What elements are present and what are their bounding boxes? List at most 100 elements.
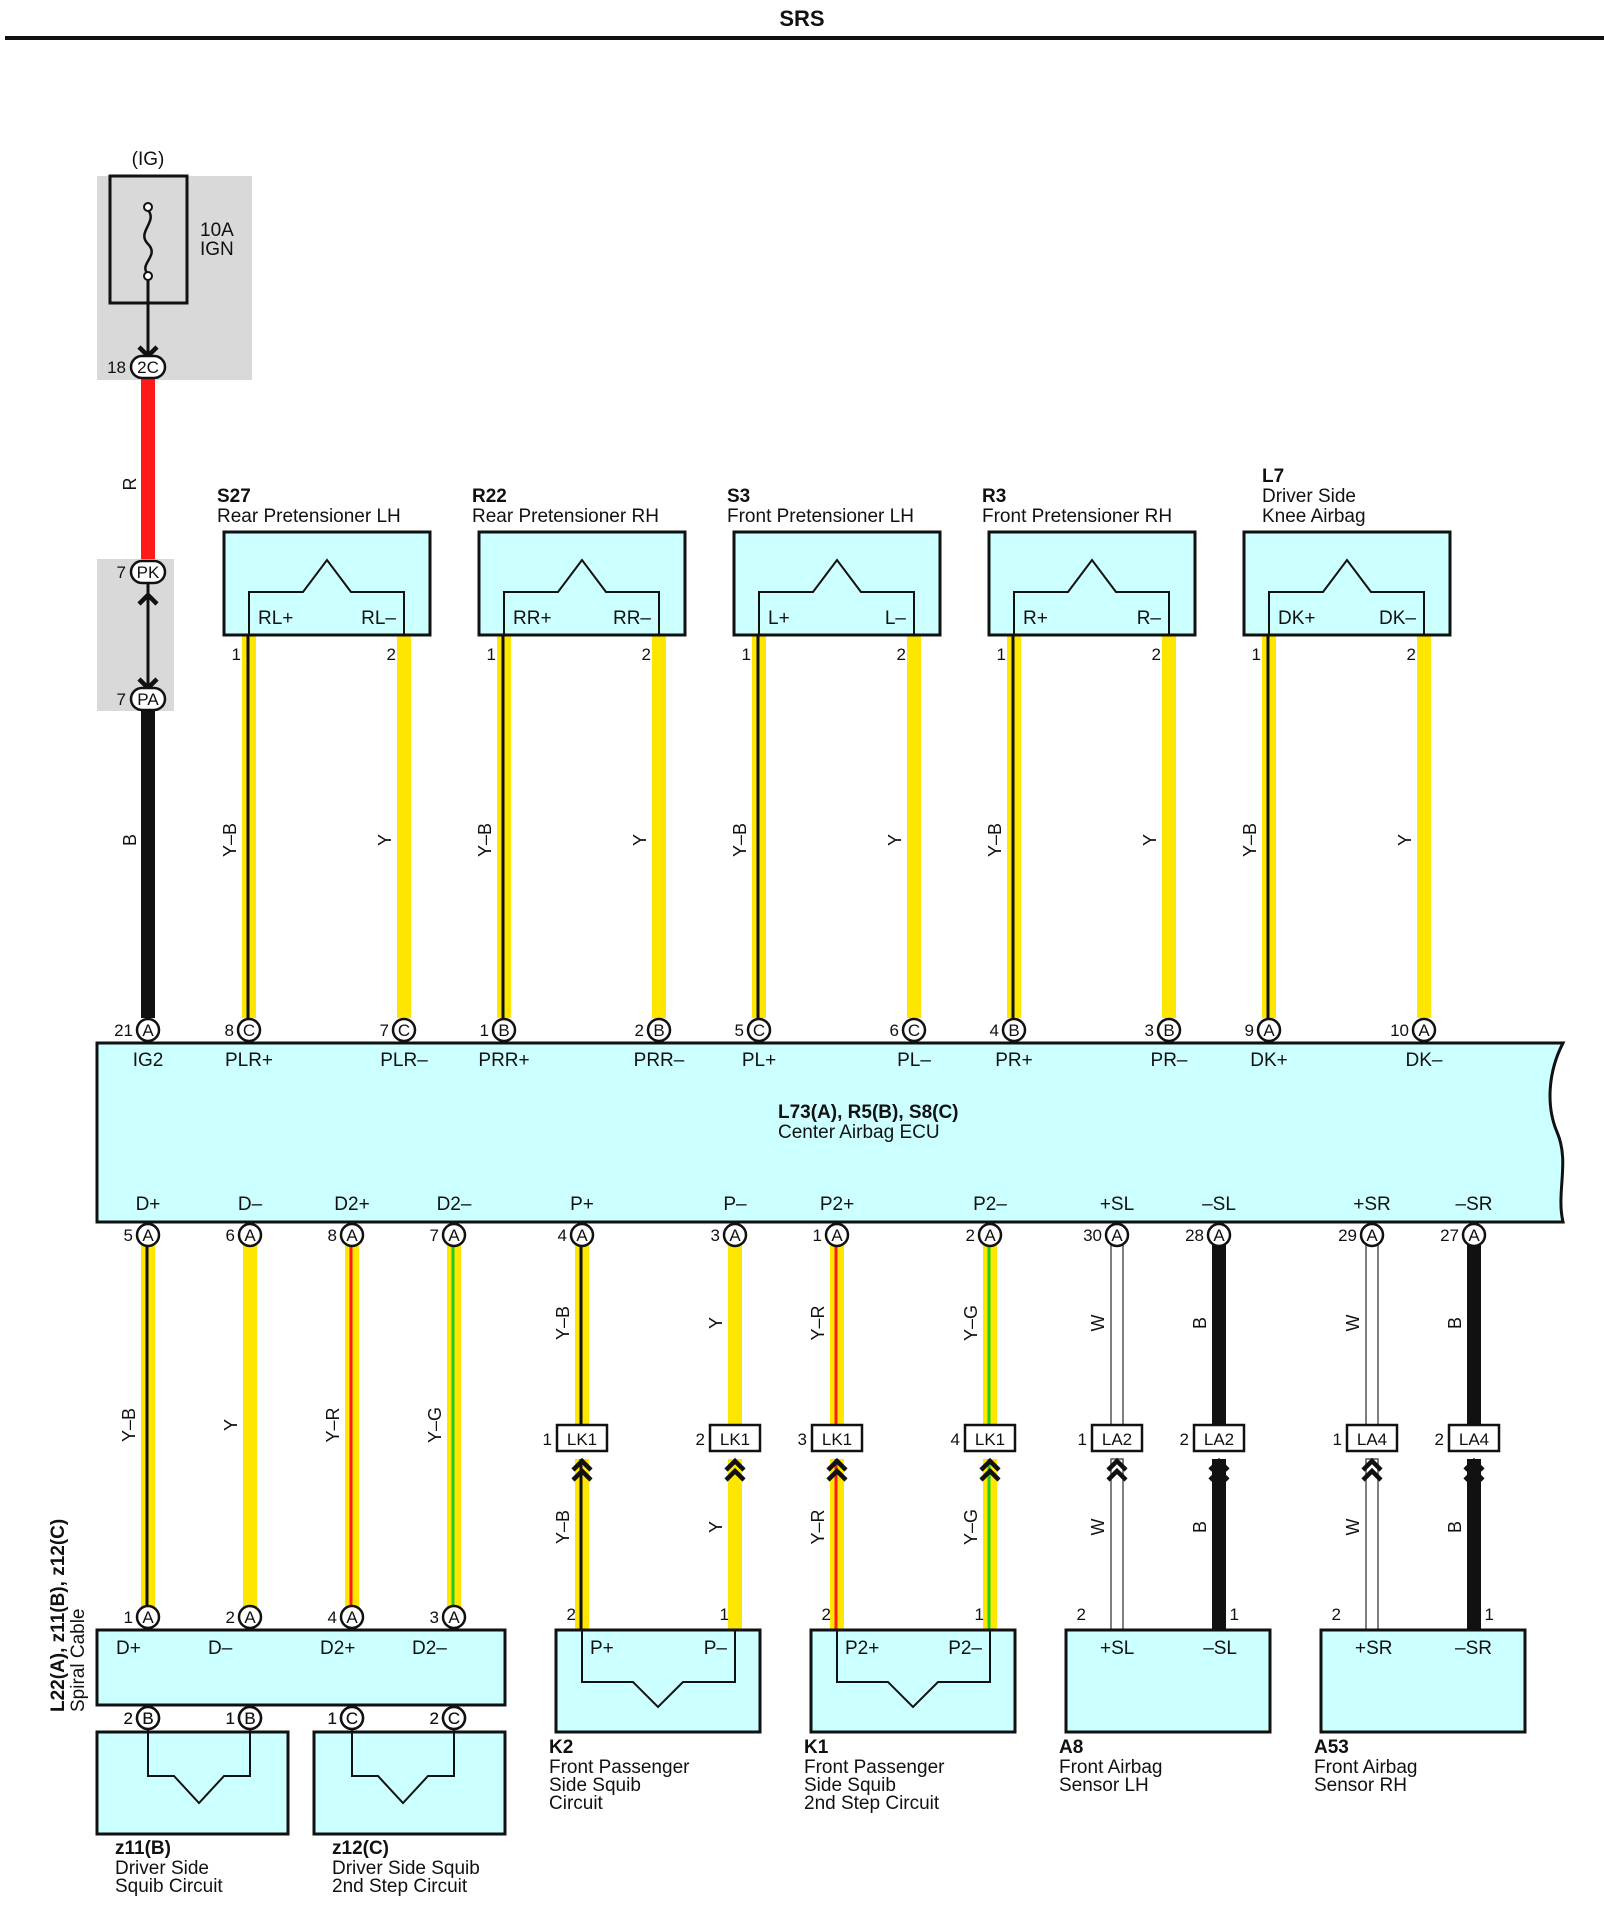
top-wire-label-2: Y: [885, 834, 905, 846]
junction-chevron-up-icon: [137, 591, 159, 606]
spiral-bottom-connector-pin: 1: [226, 1709, 235, 1728]
top-wire-2: [1162, 635, 1176, 1018]
junction-chevron-icon: [1208, 1457, 1230, 1472]
spiral-bottom-connector-pin: 2: [430, 1709, 439, 1728]
junction-connector-lk1: [708, 1423, 762, 1453]
junction-chevron-icon: [571, 1467, 593, 1482]
top-component-load-l7: [1268, 558, 1425, 635]
top-component-code: S27: [217, 486, 251, 507]
spiral-top-connector: [339, 1604, 365, 1630]
spiral-bottom-connector-pin: 1: [328, 1709, 337, 1728]
junction-chevron-icon: [1208, 1467, 1230, 1482]
bottom-pin-1: 2: [567, 1605, 576, 1624]
top-pin-1: 1: [742, 645, 751, 664]
top-component-name2: Knee Airbag: [1262, 506, 1366, 527]
connector-PK: [129, 559, 167, 585]
ecu-bottom-connector-code: A: [729, 1226, 741, 1245]
top-component-load-r3: [1013, 558, 1170, 635]
bottom-wire-upper-stripe: [349, 1238, 353, 1614]
bottom-component-box-a8: [1064, 1628, 1272, 1734]
spiral-bottom-connector-pin: 1: [226, 1709, 235, 1728]
ecu-ig-connector: [135, 1017, 161, 1043]
z11-squib-box-load: [147, 1732, 251, 1805]
bottom-wire-upper-stripe: [579, 1238, 583, 1425]
fuse-terminal-top: [143, 202, 153, 212]
junction-code: LK1: [975, 1430, 1005, 1449]
ecu-bottom-connector-code: A: [244, 1226, 256, 1245]
bottom-component-line: Front Passenger: [804, 1757, 945, 1778]
bottom-wire-lower: [728, 1459, 742, 1630]
junction-chevron-icon: [979, 1467, 1001, 1482]
top-terminal-1: RR+: [513, 608, 552, 629]
connector-2C-code: 2C: [137, 358, 159, 377]
bottom-component-code: A8: [1059, 1737, 1083, 1758]
top-terminal-1: R+: [1023, 608, 1048, 629]
top-component-load-s27: [248, 558, 405, 635]
ecu-top-connector: [236, 1017, 262, 1043]
connector-PA-pin: 7: [117, 690, 126, 709]
ecu-top-connector-pin: 5: [735, 1021, 744, 1040]
ecu-bottom-connector-code: A: [346, 1226, 358, 1245]
spiral-top-connector-code: A: [448, 1608, 460, 1627]
ecu-top-connector-pin: 4: [990, 1021, 999, 1040]
junction-chevron-icon: [979, 1457, 1001, 1472]
junction-pin: 2: [1180, 1430, 1189, 1449]
junction-chevron-icon: [1463, 1457, 1485, 1472]
ecu-top-label: PR+: [995, 1050, 1033, 1071]
bottom-wire-lower: [1467, 1459, 1481, 1630]
ecu-bottom-connector-pin: 28: [1185, 1226, 1204, 1245]
z12-squib-box-line-1: Driver Side Squib: [332, 1858, 480, 1879]
bottom-pin-1: 2: [1332, 1605, 1341, 1624]
bottom-component-load: [581, 1630, 736, 1709]
bottom-pin-1: 2: [822, 1605, 831, 1624]
bottom-component-line: Circuit: [549, 1793, 604, 1814]
bottom-wire-lower-label: Y–G: [961, 1509, 981, 1545]
ecu-top-connector-code: B: [1008, 1021, 1019, 1040]
bottom-wire-lower-stripe: [987, 1459, 991, 1630]
ecu-code: L73(A), R5(B), S8(C): [778, 1102, 959, 1123]
bottom-wire-upper-label: Y: [706, 1317, 726, 1329]
ecu-bottom-connector-code: A: [1366, 1226, 1378, 1245]
ecu-top-label: PLR–: [380, 1050, 428, 1071]
ecu-bottom-label: D–: [238, 1194, 263, 1215]
ecu-bottom-label: D+: [136, 1194, 161, 1215]
ecu-top-connector: [1001, 1017, 1027, 1043]
spiral-bottom-connector-code: C: [346, 1709, 358, 1728]
ecu-bottom-label: D2+: [334, 1194, 369, 1215]
top-terminal-1: L+: [768, 608, 790, 629]
spiral-cable-box: [95, 1628, 507, 1707]
top-terminal-2: L–: [885, 608, 907, 629]
junction-chevron-icon: [724, 1457, 746, 1472]
spiral-name: Spiral Cable: [68, 1609, 89, 1713]
top-terminal-2: RR–: [613, 608, 651, 629]
bottom-pin-2: 1: [975, 1605, 984, 1624]
top-wire-1-stripe: [756, 635, 760, 1018]
bottom-wire-upper-label: B: [1445, 1317, 1465, 1329]
page-title: SRS: [779, 6, 824, 31]
top-wire-label-2: Y: [1395, 834, 1415, 846]
junction-chevron-icon: [571, 1457, 593, 1472]
spiral-top-label: D–: [208, 1638, 233, 1659]
ecu-bottom-connector: [441, 1222, 467, 1248]
ecu-bottom-connector: [569, 1222, 595, 1248]
spiral-bottom-connector-pin: 2: [430, 1709, 439, 1728]
top-component-load-s3: [758, 558, 915, 635]
bottom-pin-1: 2: [1077, 1605, 1086, 1624]
fuse-zone: [97, 176, 252, 380]
bottom-terminal-2: –SR: [1455, 1638, 1492, 1659]
ecu-bottom-connector: [1206, 1222, 1232, 1248]
spiral-bottom-connector: [237, 1705, 263, 1731]
ecu-bottom-connector-pin: 6: [226, 1226, 235, 1245]
junction-connector-la4: [1447, 1423, 1501, 1453]
ecu-top-label: DK–: [1406, 1050, 1443, 1071]
spiral-top-connector: [237, 1604, 263, 1630]
z11-squib-box-code: z11(B): [115, 1838, 171, 1859]
ecu-bottom-label: P+: [570, 1194, 594, 1215]
spiral-top-connector-pin: 2: [226, 1608, 235, 1627]
junction-pin: 4: [951, 1430, 960, 1449]
bottom-component-line: Sensor LH: [1059, 1775, 1149, 1796]
spiral-top-connector-pin: 4: [328, 1608, 337, 1627]
spiral-bottom-connector: [441, 1705, 467, 1731]
ecu-top-connector-code: A: [1418, 1021, 1430, 1040]
spiral-bottom-connector: [135, 1705, 161, 1731]
